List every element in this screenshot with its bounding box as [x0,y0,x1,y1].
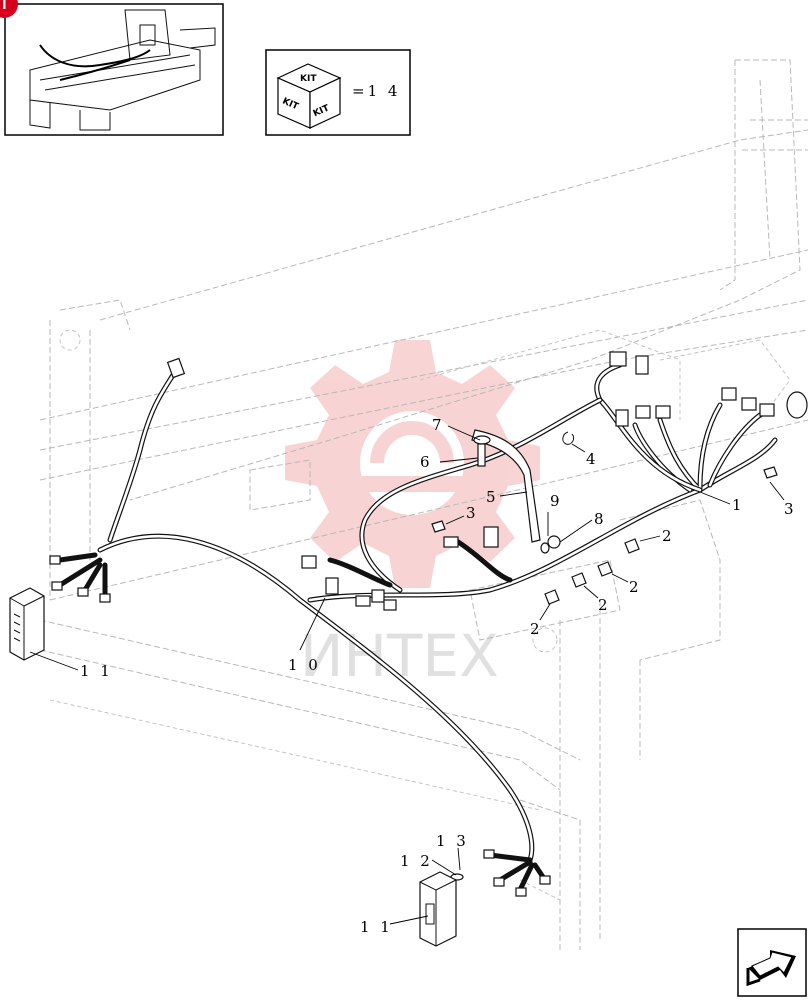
callout-11: 1 1 [80,662,113,680]
next-page-arrow-icon[interactable] [737,928,807,997]
callout-4: 4 [586,450,599,468]
clips-3 [431,466,778,533]
callout-10: 1 0 [288,656,321,674]
callout-3: 3 [784,500,797,518]
callout-2: 2 [530,620,543,638]
corner-badge-icon [0,0,18,18]
wiring-harness-10 [57,369,548,893]
strap-5 [471,429,541,543]
ghost-frame [39,59,809,950]
callout-11: 1 1 [360,918,393,936]
connectors [49,351,808,897]
clips-2 [544,538,640,605]
leader-lines [29,425,785,925]
callout-2: 2 [629,578,642,596]
wiring-harness-1 [307,362,778,603]
callout-7: 7 [432,416,445,434]
overview-thumbnail[interactable] [4,3,224,136]
callout-3: 3 [466,504,479,522]
watermark-gear-logo [285,340,540,588]
kit-face-top: KIT [300,74,317,84]
callout-12: 1 2 [400,852,433,870]
callout-13: 1 3 [436,832,469,850]
rear-lamp-left-11 [9,587,45,661]
callout-2: 2 [662,527,675,545]
hardware-parts [450,431,575,881]
callout-1: 1 [732,496,745,514]
kit-quantity-box: KIT KIT KIT =1 4 [265,49,411,136]
callout-6: 6 [420,453,433,471]
callout-8: 8 [594,510,607,528]
callout-5: 5 [486,488,499,506]
kit-cube-icon [276,63,342,129]
callout-9: 9 [550,492,563,510]
callout-2: 2 [598,596,611,614]
kit-quantity: =1 4 [352,82,400,100]
rear-lamp-right-11 [419,871,457,947]
